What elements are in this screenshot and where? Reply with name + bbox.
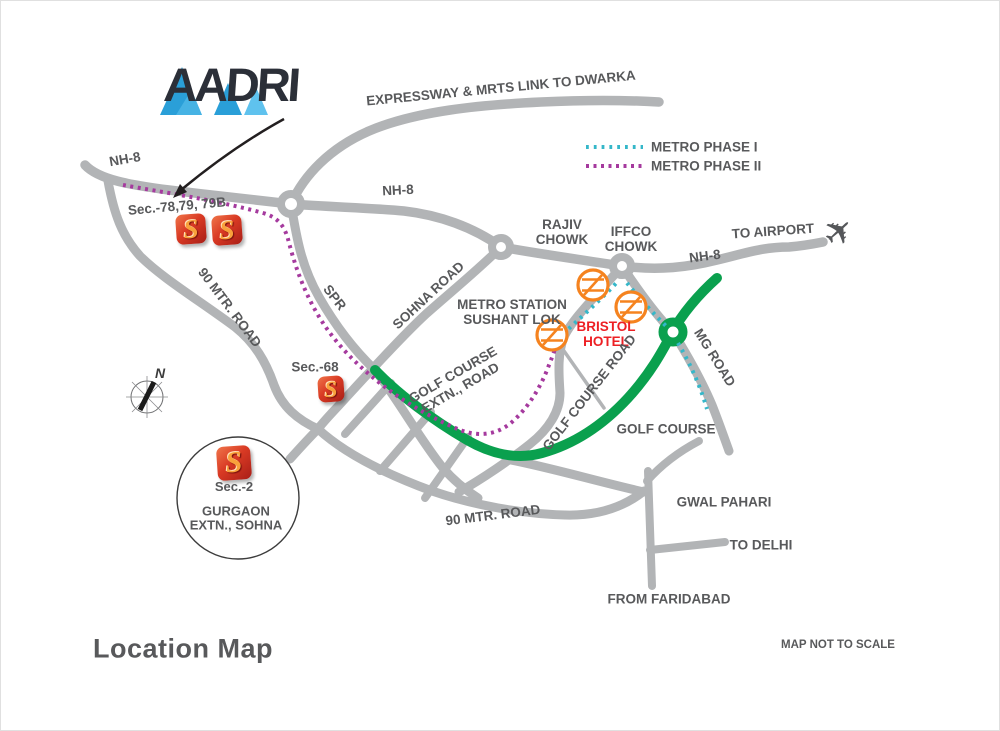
site-marker-sec2: S bbox=[215, 444, 253, 482]
road-expressway bbox=[286, 95, 664, 209]
legend-phase2-label: METRO PHASE II bbox=[651, 158, 762, 174]
legend-phase1-label: METRO PHASE I bbox=[651, 139, 758, 155]
metro-icon bbox=[535, 318, 569, 352]
road-nh8-mid bbox=[286, 199, 506, 252]
compass-north-label: N bbox=[154, 365, 166, 381]
aadri-logo-text: AADRI bbox=[162, 58, 300, 111]
label-sec68: Sec.-68 bbox=[291, 359, 339, 375]
metro-phase1-line bbox=[561, 278, 709, 410]
metro-icon bbox=[614, 290, 648, 324]
map-scale-note: MAP NOT TO SCALE bbox=[781, 639, 895, 651]
roundabout-rajiv-chowk bbox=[488, 234, 514, 260]
road-to-delhi bbox=[646, 538, 729, 554]
metro-phase2-line bbox=[122, 183, 559, 436]
road-90mtr-left bbox=[103, 176, 323, 434]
road-golf-course-gray bbox=[454, 261, 627, 497]
road-nh8-east bbox=[617, 237, 828, 273]
label-gwal-pahari: GWAL PAHARI bbox=[676, 494, 772, 510]
road-network bbox=[80, 95, 828, 590]
label-to-delhi: TO DELHI bbox=[729, 537, 793, 553]
label-bristol-hotel: BRISTOL HOTEL bbox=[576, 319, 636, 349]
site-marker-sec68: S bbox=[317, 375, 345, 403]
label-iffco-chowk: IFFCO CHOWK bbox=[604, 224, 658, 254]
metro-station-icons bbox=[535, 268, 648, 352]
road-90mtr-bottom bbox=[313, 424, 649, 520]
road-faridabad bbox=[644, 467, 656, 590]
label-golf-course: GOLF COURSE bbox=[616, 421, 716, 437]
road-nh8-west bbox=[80, 160, 296, 209]
site-marker-sec79: S bbox=[210, 213, 244, 247]
label-from-faridabad: FROM FARIDABAD bbox=[607, 591, 731, 607]
sec2-site-circle bbox=[176, 436, 300, 560]
label-rajiv-chowk: RAJIV CHOWK bbox=[535, 217, 589, 247]
compass-icon bbox=[126, 376, 168, 418]
label-gurgaon-extn: GURGAON EXTN., SOHNA bbox=[189, 503, 283, 533]
metro-icon bbox=[576, 268, 610, 302]
road-sohna bbox=[285, 242, 506, 464]
aadri-logo: AADRI bbox=[156, 53, 326, 125]
label-nh8-mid: NH-8 bbox=[381, 181, 415, 199]
roundabout-green bbox=[658, 317, 688, 347]
label-sec2: Sec.-2 bbox=[214, 478, 254, 494]
site-marker-sec78: S bbox=[174, 212, 208, 246]
page-title: Location Map bbox=[93, 633, 273, 664]
roundabout bbox=[277, 190, 305, 218]
aadri-logo-mountains bbox=[160, 67, 268, 115]
label-metro-station: METRO STATION SUSHANT LOK bbox=[457, 297, 567, 327]
site-pointer-arrow bbox=[173, 117, 285, 198]
roundabout-iffco-chowk bbox=[609, 253, 635, 279]
